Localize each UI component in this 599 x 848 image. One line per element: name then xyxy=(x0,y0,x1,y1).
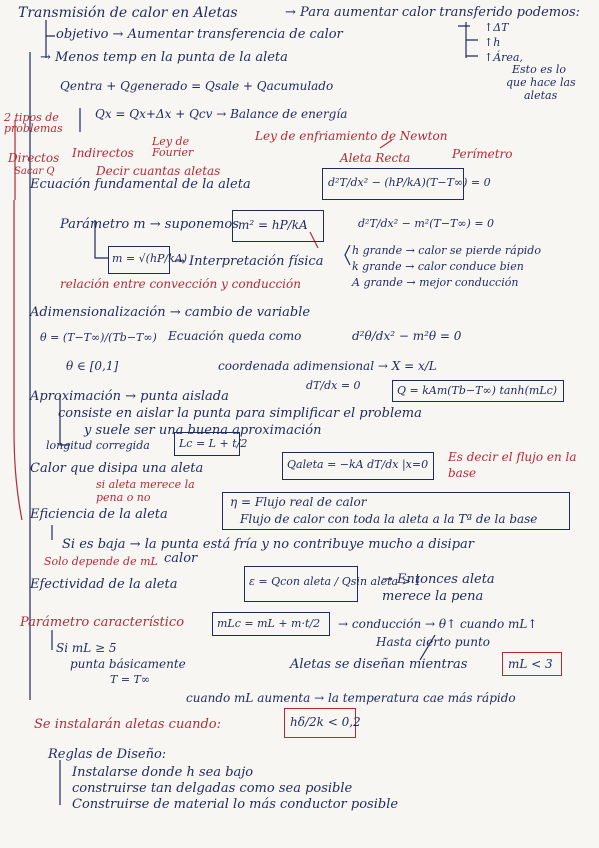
parameter-m-label: Parámetro m → suponemos xyxy=(60,217,239,232)
insulated-tip-bc: dT/dx = 0 xyxy=(306,379,361,392)
design-rule-3: Construirse de material lo más conductor… xyxy=(72,797,399,812)
design-limit: mL < 3 xyxy=(508,657,553,671)
efficiency-numerator: η = Flujo real de calor xyxy=(230,495,367,509)
indirect-problems: Indirectos xyxy=(72,146,134,160)
install-condition-label: Se instalarán aletas cuando: xyxy=(34,717,221,732)
interp-h: h grande → calor se pierde rápido xyxy=(352,244,541,257)
ml-threshold: Si mL ≥ 5 xyxy=(56,641,117,655)
design-rule-2: construirse tan delgadas como sea posibl… xyxy=(72,781,353,796)
purpose-text: → Para aumentar calor transferido podemo… xyxy=(285,5,580,20)
adim-label: Adimensionalización → cambio de variable xyxy=(30,305,311,320)
page-title: Transmisión de calor en Aletas xyxy=(18,5,238,21)
interp-a: A grande → mejor conducción xyxy=(352,276,519,289)
m-definition: m = √(hP/kA) xyxy=(112,252,188,265)
option-note-3: aletas xyxy=(524,89,558,102)
effectiveness-box xyxy=(244,566,358,602)
install-condition-equation: hδ/2k < 0,2 xyxy=(290,715,361,729)
interp-k: k grande → calor conduce bien xyxy=(352,260,524,273)
theta-range: θ ∈ [0,1] xyxy=(66,359,119,373)
fundamental-equation: d²T/dx² − (hP/kA)(T−T∞) = 0 xyxy=(328,176,491,189)
problem-types: 2 tipos de problemas xyxy=(4,111,63,135)
heat-word: calor xyxy=(164,551,198,566)
up-to-point-note: Hasta cierto punto xyxy=(376,635,491,649)
effectiveness-equation: ε = Qcon aleta / Qsin aleta > 1 xyxy=(249,575,422,588)
efficiency-box xyxy=(222,492,570,530)
corrected-length-label: longitud corregida xyxy=(46,439,150,452)
tip-heat-equation: Q = kAm(Tb−T∞) tanh(mLc) xyxy=(397,384,558,397)
newton-law: Ley de enfriamiento de Newton xyxy=(255,129,448,143)
annotation-straight-fin: Aleta Recta xyxy=(340,151,411,165)
equation-becomes: Ecuación queda como xyxy=(168,329,302,343)
corrected-length-box xyxy=(174,432,240,456)
m-squared-box xyxy=(232,210,324,242)
fin-heat-box xyxy=(282,452,434,480)
efficiency-denominator: Flujo de calor con toda la aleta a la Tª… xyxy=(240,512,538,526)
conduction-note: → conducción → θ↑ cuando mL↑ xyxy=(338,617,538,631)
m-squared: m² = hP/kA xyxy=(238,218,308,232)
decide-fins: Decir cuantas aletas xyxy=(96,164,221,178)
objective-line: objetivo → Aumentar transferencia de cal… xyxy=(56,27,343,42)
base-flux-note: Es decir el flujo en la base xyxy=(448,450,577,480)
dimensionless-coordinate: coordenada adimensional → X = x/L xyxy=(218,359,437,373)
design-rules-title: Reglas de Diseño: xyxy=(48,747,167,762)
m-box xyxy=(108,246,170,274)
fin-heat-equation: Qaleta = −kA dT/dx |x=0 xyxy=(287,458,429,471)
option-note-2: que hace las xyxy=(506,76,576,89)
tip-heat-box xyxy=(392,380,564,402)
energy-balance: Qentra + Qgenerado = Qsale + Qacumulado xyxy=(60,79,334,93)
fundamental-label: Ecuación fundamental de la aleta xyxy=(30,177,251,192)
install-condition-box xyxy=(284,708,356,738)
objective-line-2: → Menos temp en la punta de la aleta xyxy=(40,50,288,65)
fin-heat-label: Calor que disipa una aleta xyxy=(30,461,204,476)
design-note: Aletas se diseñan mientras xyxy=(290,657,468,672)
theta-definition: θ = (T−T∞)/(Tb−T∞) xyxy=(40,331,157,344)
effectiveness-result: → Entonces aleta merece la pena xyxy=(382,572,495,604)
physical-interpretation: → Interpretación física xyxy=(174,254,324,269)
tip-basically: punta básicamente xyxy=(70,657,186,671)
balance-equation: Qx = Qx+Δx + Qcv → Balance de energía xyxy=(95,107,348,121)
relation-note: relación entre convección y conducción xyxy=(60,277,301,291)
approximation-explanation-1: consiste en aislar la punta para simplif… xyxy=(58,406,422,421)
characteristic-equation: mLc = mL + m·t/2 xyxy=(217,617,321,630)
efficiency-note: si aleta merece la pena o no xyxy=(96,478,195,505)
efficiency-label: Eficiencia de la aleta xyxy=(30,507,168,522)
direct-note: Sacar Q xyxy=(14,166,55,177)
approximation-label: Aproximación → punta aislada xyxy=(30,389,229,404)
characteristic-box xyxy=(212,612,330,636)
annotation-perimeter: Perímetro xyxy=(452,147,513,161)
low-efficiency-note: Si es baja → la punta está fría y no con… xyxy=(62,537,474,552)
option-area: ↑Área, xyxy=(484,51,523,64)
option-h: ↑h xyxy=(484,36,501,49)
adim-equation: d²θ/dx² − m²θ = 0 xyxy=(352,329,462,343)
effectiveness-label: Efectividad de la aleta xyxy=(30,577,178,592)
design-rule-1: Instalarse donde h sea bajo xyxy=(72,765,254,780)
option-note-1: Esto es lo xyxy=(512,63,567,76)
fundamental-equation-box xyxy=(322,168,464,200)
design-limit-box xyxy=(502,652,562,676)
parameter-equation: d²T/dx² − m²(T−T∞) = 0 xyxy=(358,217,495,230)
tip-temperature: T = T∞ xyxy=(110,673,151,686)
depends-ml-note: Solo depende de mL xyxy=(44,555,158,568)
corrected-length: Lc = L + t/2 xyxy=(179,437,248,450)
approximation-explanation-2: y suele ser una buena aproximación xyxy=(84,423,322,438)
ml-increase-note: cuando mL aumenta → la temperatura cae m… xyxy=(186,691,516,705)
direct-problems: Directos xyxy=(8,151,60,165)
characteristic-parameter-label: Parámetro característico xyxy=(20,615,185,630)
fourier-law: Ley de Fourier xyxy=(152,135,194,159)
option-delta-t: ↑ΔT xyxy=(484,21,509,34)
